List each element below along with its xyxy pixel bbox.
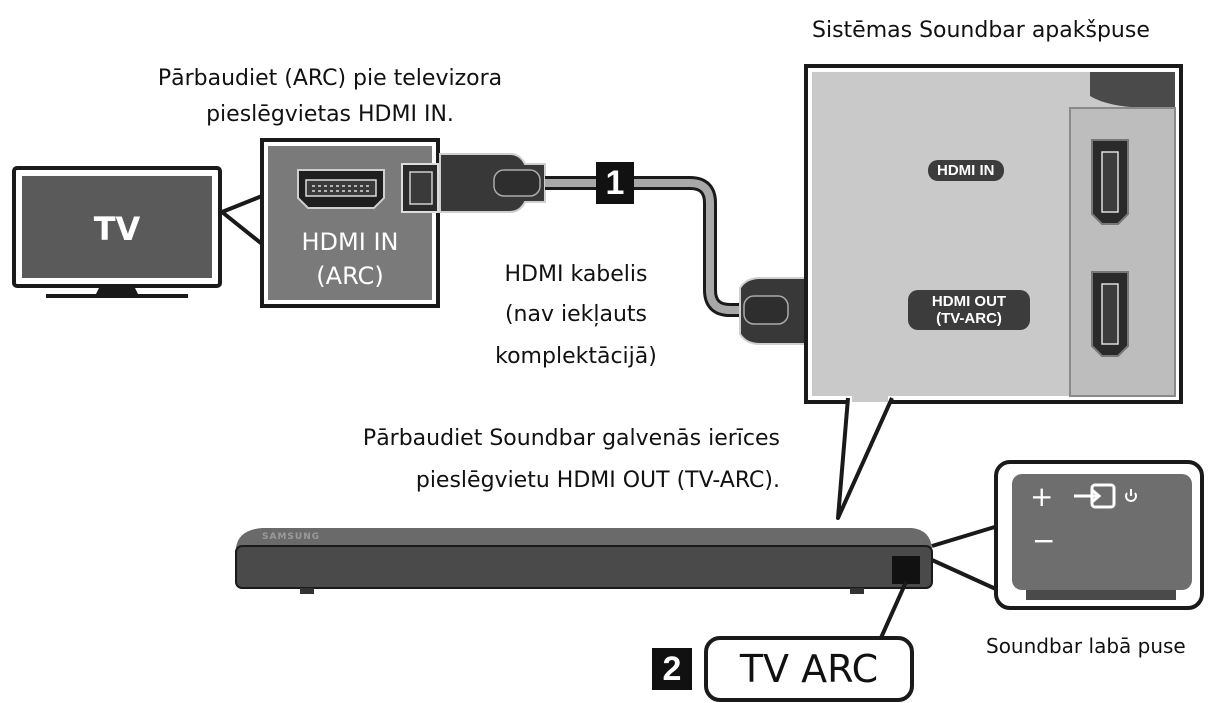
soundbar-hdmi-in-label: HDMI IN [928, 160, 1004, 181]
tv-port-label-line1: HDMI IN [301, 228, 399, 256]
step-2-badge: 2 [652, 648, 692, 690]
tv-callout-pointer [220, 194, 264, 246]
cable-label-line2: (nav iekļauts [504, 302, 648, 327]
cable-label-line1: HDMI kabelis [504, 262, 648, 287]
tv-arc-label-box [704, 636, 914, 702]
soundbar-right-side-label: Soundbar labā puse [986, 634, 1186, 658]
cable-label-line3: komplektācijā) [495, 344, 657, 369]
source-input-icon [1074, 483, 1116, 509]
soundbar-bottom-title: Sistēmas Soundbar apakšpuse [812, 18, 1150, 43]
tv-arc-callout-line [878, 581, 908, 641]
soundbar-hdmi-out-label-line1: HDMI OUT [931, 293, 1007, 310]
tv-label: TV [93, 210, 141, 248]
tv-port-instruction-line1: Pārbaudiet (ARC) pie televizora [157, 66, 503, 91]
tv-icon [12, 166, 222, 298]
soundbar-instruction-line2: pieslēgvietu HDMI OUT (TV-ARC). [415, 468, 780, 493]
soundbar-hdmi-out-label-line2: (TV-ARC) [936, 310, 1002, 327]
tv-arc-label: TV ARC [739, 647, 879, 691]
right-side-callout-pointer [931, 524, 999, 592]
step-1-badge: 1 [596, 162, 634, 204]
soundbar-instruction-line1: Pārbaudiet Soundbar galvenās ierīces [362, 426, 780, 451]
soundbar-bottom-panel [804, 64, 1183, 404]
soundbar-device [235, 528, 933, 594]
tv-port-label-line2: (ARC) [316, 262, 384, 290]
soundbar-brand-logo: SAMSUNG [262, 532, 321, 542]
power-icon [1125, 489, 1137, 502]
tv-port-instruction-line2: pieslēgvietas HDMI IN. [206, 102, 454, 127]
soundbar-hdmi-out-label: HDMI OUT (TV-ARC) [908, 290, 1030, 330]
soundbar-right-side-panel [994, 460, 1204, 610]
bottom-panel-callout-pointer [836, 397, 894, 520]
volume-minus-symbol: − [1032, 524, 1056, 557]
volume-plus-symbol: + [1030, 480, 1054, 513]
